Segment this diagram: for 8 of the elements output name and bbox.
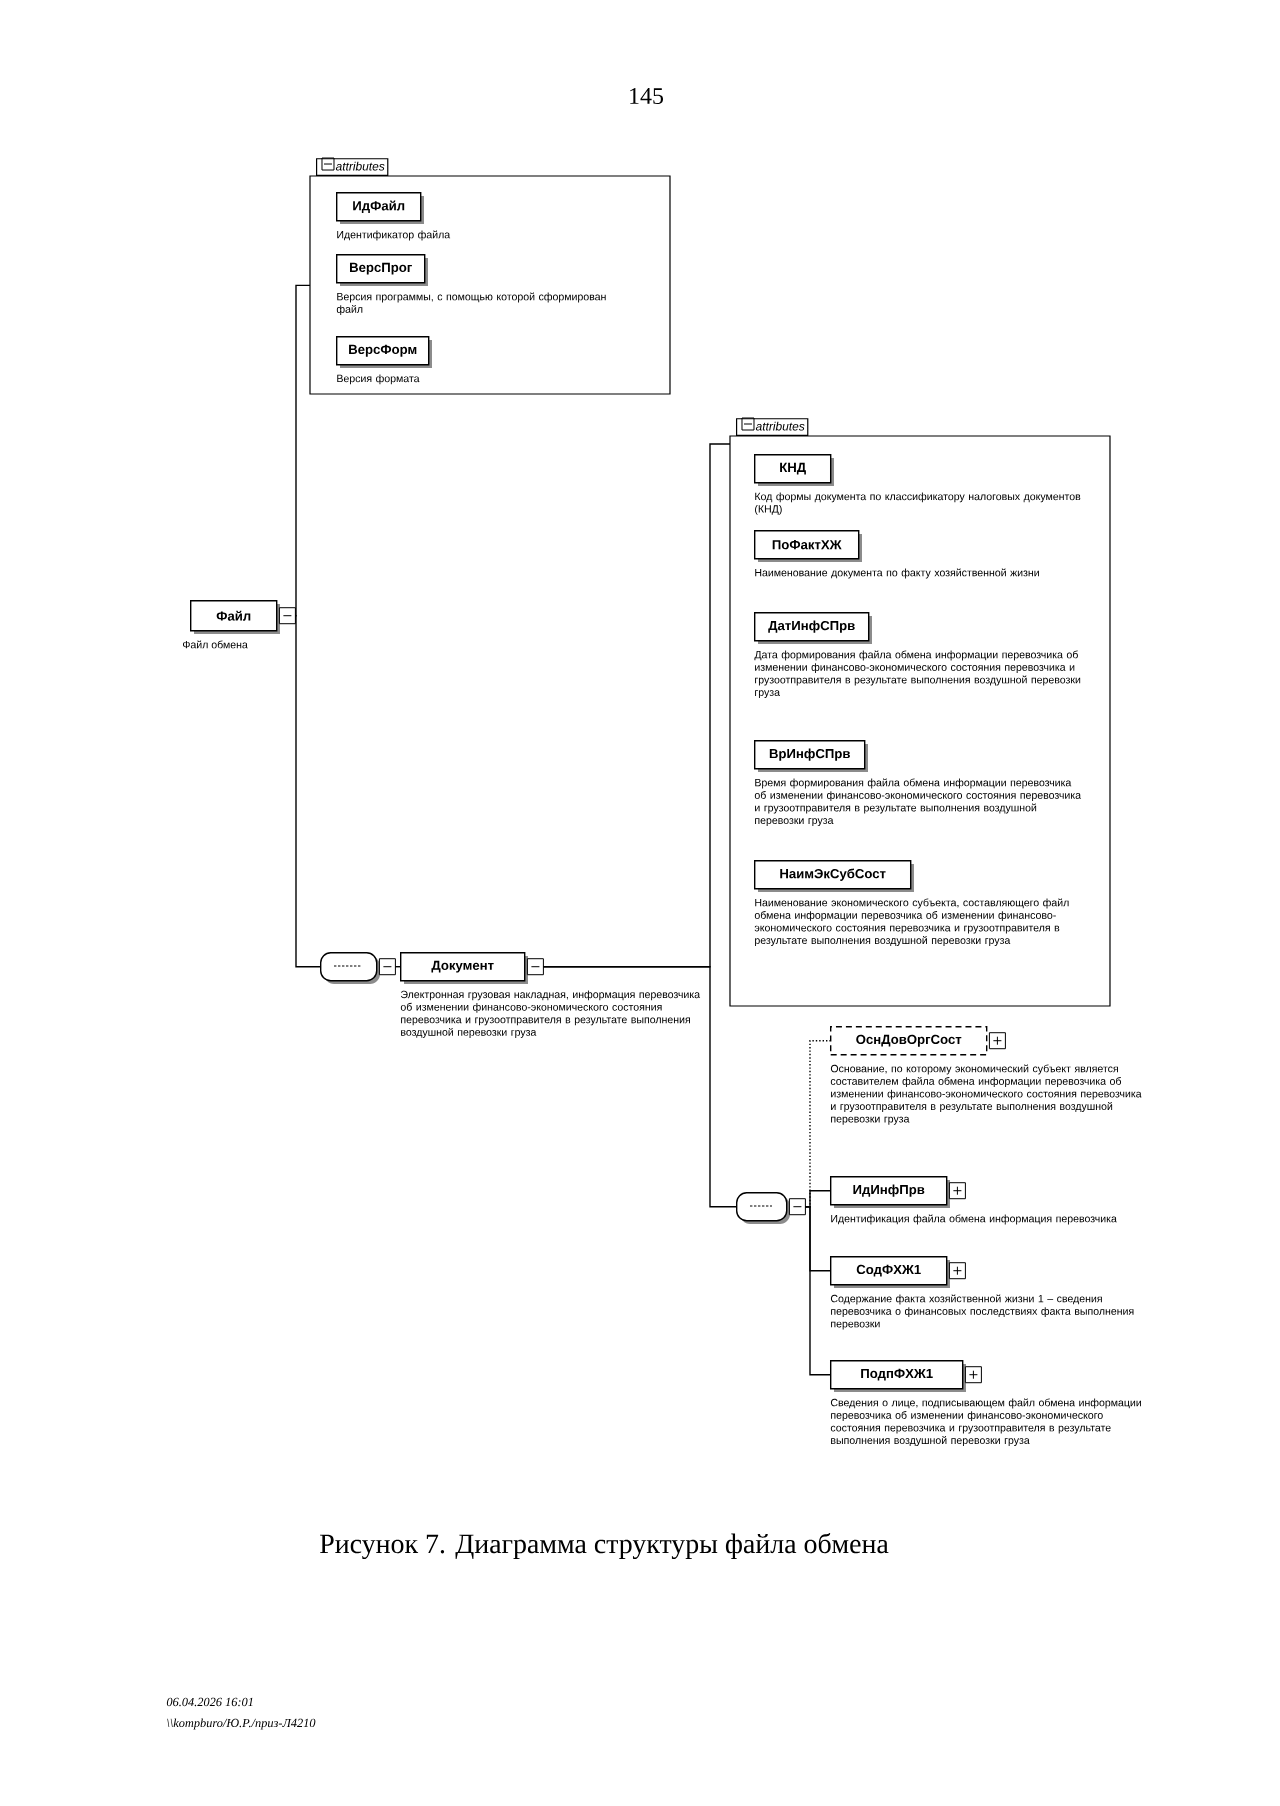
connector-line: [804, 1206, 831, 1376]
connector-line: [542, 966, 737, 1208]
connector-line: [294, 615, 321, 968]
connector-line: [804, 1190, 831, 1208]
connector-line: [394, 966, 401, 968]
page-number: 145: [630, 88, 663, 104]
connector-line: [294, 284, 311, 617]
figure-caption: Рисунок 7. Диаграмма структуры файла обмена: [320, 1533, 889, 1559]
